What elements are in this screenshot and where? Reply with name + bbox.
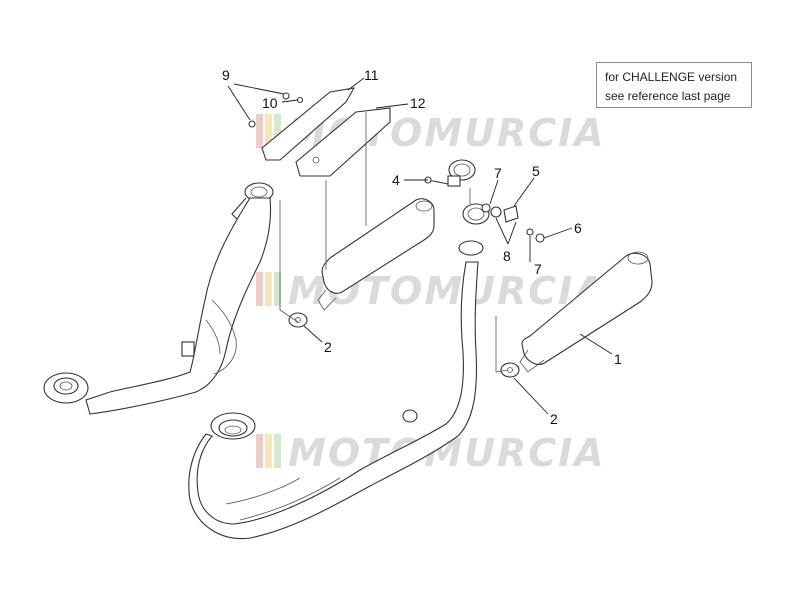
watermark-stripe: [274, 434, 281, 468]
silencer-left: [317, 198, 435, 311]
assembly-guides: [279, 112, 509, 373]
watermark-stripe: [256, 434, 263, 468]
callout-4: 4: [392, 172, 400, 188]
watermark-stripe: [265, 434, 272, 468]
callout-2-right: 2: [550, 411, 558, 427]
callout-5: 5: [532, 163, 540, 179]
callout-7-upper: 7: [494, 165, 502, 181]
exhaust-pipe-left: [43, 182, 274, 415]
watermark-stripe: [256, 114, 263, 148]
leader-lines: [227, 77, 613, 415]
callout-8: 8: [503, 248, 511, 264]
callout-10: 10: [262, 95, 278, 111]
callout-7-lower: 7: [534, 261, 542, 277]
note-line-1: for CHALLENGE version: [605, 70, 738, 84]
callout-12: 12: [410, 95, 426, 111]
gasket-left: [288, 312, 308, 328]
screws-9-10: [248, 92, 304, 128]
callout-2-left: 2: [324, 339, 332, 355]
heat-shield-plates: [261, 87, 391, 177]
watermark-stripe: [274, 272, 281, 306]
clamp-upper: [447, 159, 476, 187]
note-line-2: see reference last page: [605, 89, 731, 103]
exhaust-pipe-right: [188, 240, 484, 540]
watermark-stripe: [256, 272, 263, 306]
watermark-stripe: [274, 114, 281, 148]
callout-6: 6: [574, 220, 582, 236]
challenge-version-note: for CHALLENGE version see reference last…: [596, 62, 752, 108]
callout-labels: 1 2 2 4 5 6 7 7 8 9 10 11 12: [222, 67, 622, 427]
washers-and-nuts: [481, 203, 545, 243]
bolt-4: [424, 176, 449, 185]
watermark-stripe: [265, 114, 272, 148]
callout-11: 11: [364, 67, 379, 83]
watermark-middle: MOTOMURCIA: [256, 269, 604, 313]
silencer-right: [519, 251, 653, 373]
callout-9: 9: [222, 67, 230, 83]
callout-1: 1: [614, 351, 622, 367]
gasket-right: [500, 362, 520, 378]
watermark-stripe: [265, 272, 272, 306]
